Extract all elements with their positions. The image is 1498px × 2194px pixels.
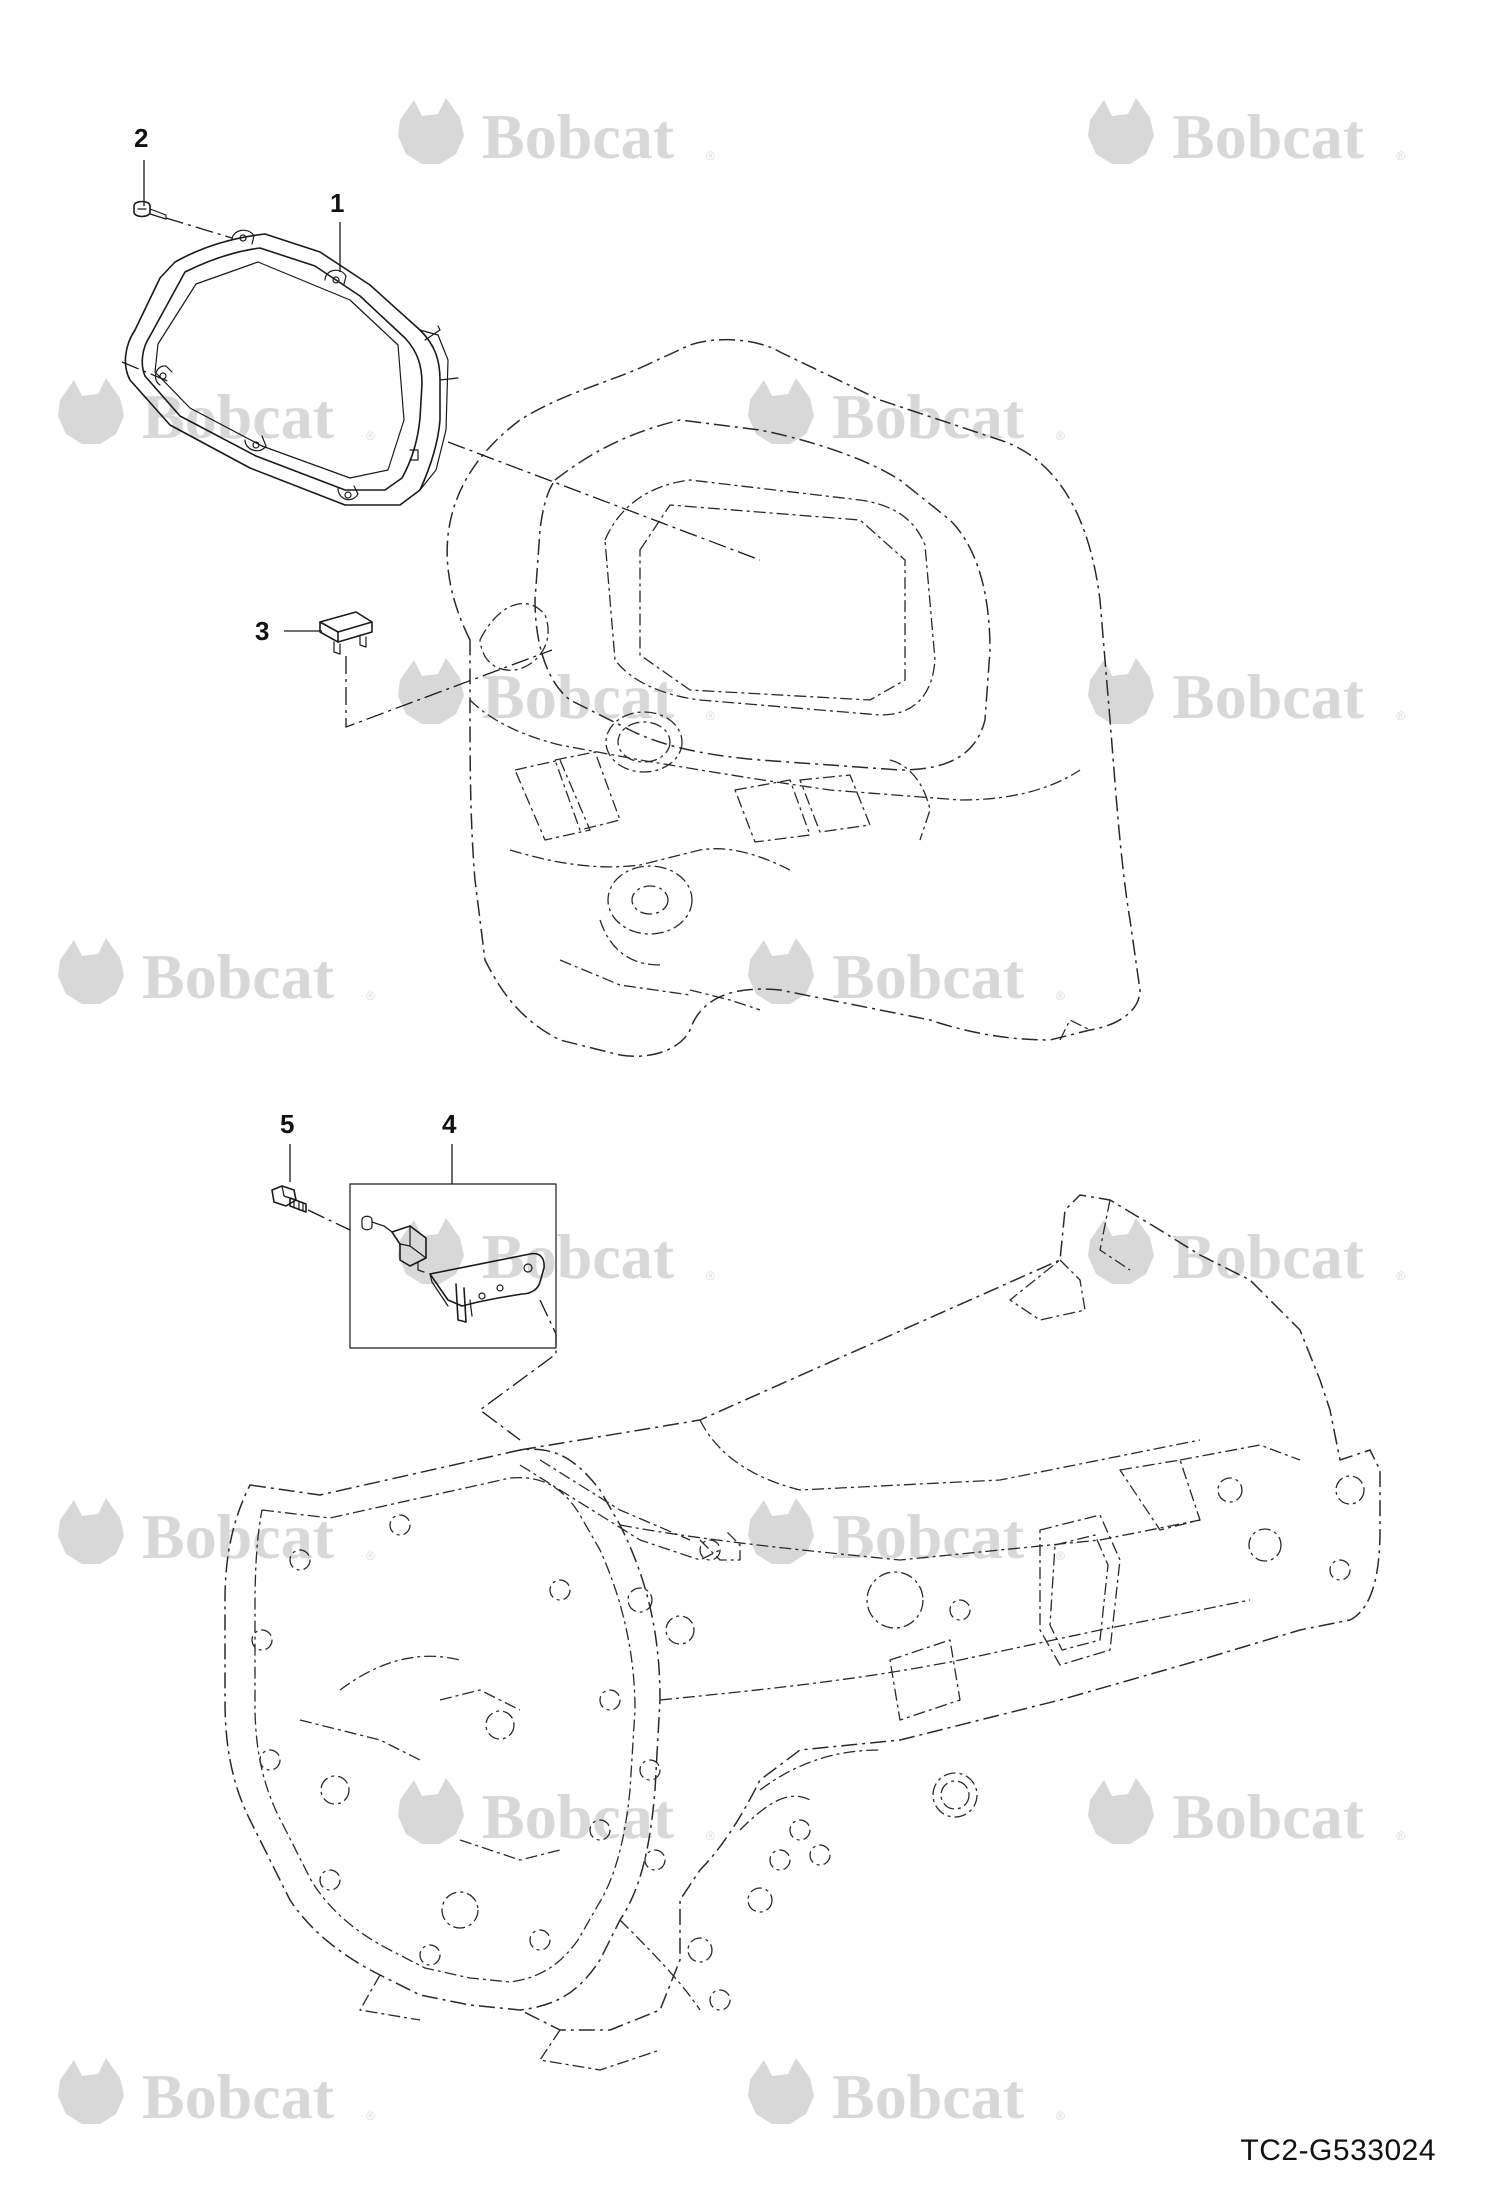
watermark-brand-text: Bobcat	[1172, 661, 1365, 732]
bobcat-logo-icon	[1088, 658, 1154, 724]
watermark-registered-mark: ®	[1396, 1269, 1405, 1283]
watermark-registered-mark: ®	[366, 429, 375, 443]
watermark-brand-text: Bobcat	[832, 2061, 1025, 2132]
callout-3: 3	[255, 616, 269, 646]
watermark-registered-mark: ®	[706, 1829, 715, 1843]
kit-frame	[349, 1183, 557, 1349]
watermark-registered-mark: ®	[1396, 709, 1405, 723]
bolt-to-kit-leader	[307, 1209, 393, 1233]
callout-4: 4	[442, 1109, 457, 1139]
callout-2: 2	[134, 123, 148, 153]
bobcat-logo-icon	[398, 1218, 464, 1284]
sensor-bracket-kit	[349, 1183, 557, 1349]
bobcat-logo-icon	[58, 938, 124, 1004]
watermark-brand-text: Bobcat	[832, 941, 1025, 1012]
bobcat-logo-icon	[398, 98, 464, 164]
bobcat-watermark: Bobcat ®	[748, 2058, 1065, 2132]
watermark-brand-text: Bobcat	[482, 1781, 675, 1852]
screw-part	[133, 160, 167, 220]
bobcat-watermark: Bobcat ®	[1088, 98, 1405, 172]
bobcat-watermark: Bobcat ®	[398, 658, 715, 732]
bobcat-watermark: Bobcat ®	[1088, 658, 1405, 732]
watermark-registered-mark: ®	[1056, 429, 1065, 443]
bobcat-logo-icon	[1088, 1218, 1154, 1284]
bobcat-logo-icon	[398, 658, 464, 724]
watermark-registered-mark: ®	[1396, 149, 1405, 163]
watermark-registered-mark: ®	[706, 709, 715, 723]
watermark-brand-text: Bobcat	[142, 941, 335, 1012]
watermark-registered-mark: ®	[1056, 1549, 1065, 1563]
bobcat-watermark: Bobcat ®	[748, 1498, 1065, 1572]
watermark-registered-mark: ®	[706, 1269, 715, 1283]
bobcat-logo-icon	[748, 1498, 814, 1564]
bobcat-watermark: Bobcat ®	[748, 938, 1065, 1012]
bobcat-logo-icon	[748, 938, 814, 1004]
instrument-cluster-part	[124, 229, 459, 506]
bobcat-watermark: Bobcat ®	[58, 2058, 375, 2132]
bobcat-watermark: Bobcat ®	[58, 378, 375, 452]
callout-5: 5	[280, 1109, 294, 1139]
watermark-registered-mark: ®	[366, 2109, 375, 2123]
bobcat-watermark: Bobcat ®	[58, 938, 375, 1012]
watermark-registered-mark: ®	[706, 149, 715, 163]
dashboard-panel-phantom	[446, 338, 1141, 1057]
bobcat-watermark: Bobcat ®	[398, 98, 715, 172]
callout-1: 1	[330, 188, 344, 218]
watermark-brand-text: Bobcat	[832, 1501, 1025, 1572]
bobcat-logo-icon	[58, 378, 124, 444]
watermark-registered-mark: ®	[366, 1549, 375, 1563]
drawing-number: TC2-G533024	[1240, 2134, 1436, 2167]
bobcat-watermark: Bobcat ®	[1088, 1778, 1405, 1852]
watermark-brand-text: Bobcat	[482, 661, 675, 732]
watermark-registered-mark: ®	[1056, 2109, 1065, 2123]
watermark-brand-text: Bobcat	[142, 381, 335, 452]
bobcat-watermark: Bobcat®	[748, 378, 1065, 452]
bobcat-logo-icon	[1088, 1778, 1154, 1844]
bobcat-logo-icon	[1088, 98, 1154, 164]
bobcat-watermark: Bobcat®	[58, 1498, 375, 1572]
watermark-brand-text: Bobcat	[1172, 1781, 1365, 1852]
watermark-brand-text: Bobcat	[482, 101, 675, 172]
bobcat-watermark: Bobcat ®	[1088, 1218, 1405, 1292]
bobcat-watermark: Bobcat ®	[398, 1778, 715, 1852]
bobcat-logo-icon	[748, 2058, 814, 2124]
watermark-registered-mark: ®	[1056, 989, 1065, 1003]
watermark-brand-text: Bobcat	[482, 1221, 675, 1292]
watermark-brand-text: Bobcat	[142, 2061, 335, 2132]
bobcat-logo-icon	[748, 378, 814, 444]
callout-labels: 2 1 3 5 4	[134, 123, 457, 1139]
watermark-layer: Bobcat ® Bobcat ® Bobcat ® Bobcat ® Bobcat ® Bobca…	[58, 98, 1405, 2132]
bolt-part	[271, 1185, 307, 1213]
bobcat-logo-icon	[58, 1498, 124, 1564]
clip-to-dashboard-leader	[345, 649, 553, 728]
screw-to-cluster-leader	[121, 217, 233, 383]
watermark-registered-mark: ®	[1396, 1829, 1405, 1843]
kit-to-transmission-leader	[478, 1299, 557, 1441]
bobcat-logo-icon	[58, 2058, 124, 2124]
cover-clip-part	[319, 611, 373, 655]
cluster-to-dashboard-leader	[447, 441, 761, 561]
watermark-brand-text: Bobcat	[1172, 101, 1365, 172]
watermark-registered-mark: ®	[366, 989, 375, 1003]
transmission-housing-phantom	[224, 1194, 1381, 2071]
bobcat-logo-icon	[398, 1778, 464, 1844]
watermark-brand-text: Bobcat	[1172, 1221, 1365, 1292]
